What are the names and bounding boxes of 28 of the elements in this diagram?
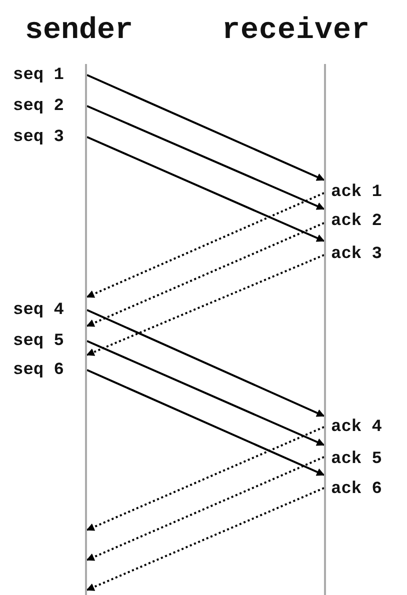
sequence-label: seq 5: [13, 333, 64, 350]
arrow: [86, 487, 324, 591]
ack-label: ack 2: [331, 213, 382, 230]
ack-label: ack 5: [331, 451, 382, 468]
arrow: [86, 456, 324, 561]
arrow: [86, 136, 325, 242]
sequence-label: seq 2: [13, 98, 64, 115]
arrow: [86, 222, 324, 327]
arrow: [86, 192, 324, 298]
lifeline: [324, 64, 326, 595]
column-heading: sender: [25, 16, 134, 46]
arrow: [86, 426, 324, 531]
arrow: [86, 309, 325, 417]
ack-label: ack 3: [331, 246, 382, 263]
arrow: [86, 369, 325, 476]
sequence-label: seq 3: [13, 129, 64, 146]
lifeline: [85, 64, 87, 595]
arrow: [86, 340, 325, 446]
sequence-label: seq 4: [13, 302, 64, 319]
ack-label: ack 1: [331, 184, 382, 201]
arrow: [86, 105, 325, 210]
sequence-label: seq 1: [13, 67, 64, 84]
column-heading: receiver: [222, 16, 370, 46]
arrow: [86, 74, 325, 181]
ack-label: ack 6: [331, 481, 382, 498]
ack-label: ack 4: [331, 419, 382, 436]
arrow: [86, 254, 324, 356]
sequence-label: seq 6: [13, 362, 64, 379]
